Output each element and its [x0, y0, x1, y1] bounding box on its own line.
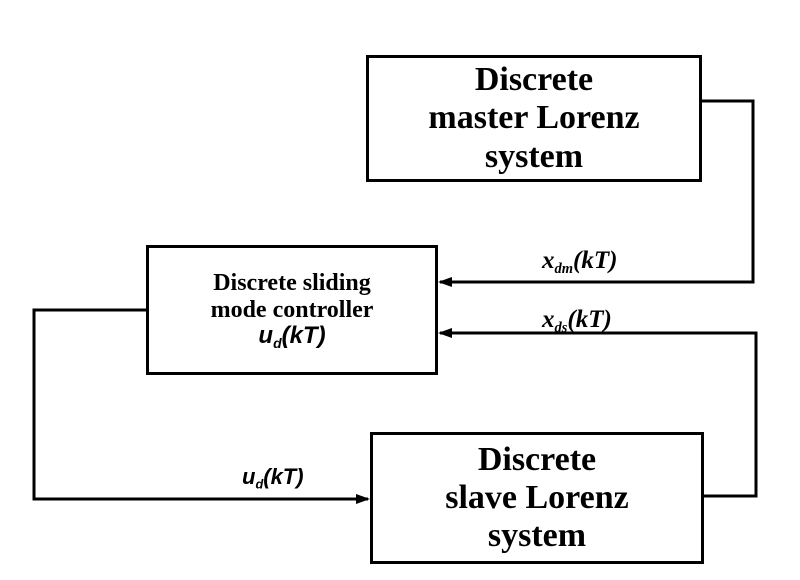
slave-to-controller-connector [438, 328, 758, 498]
sliding-mode-controller-label: Discrete sliding mode controller ud(kT) [211, 270, 374, 351]
controller-line-1: Discrete sliding [213, 269, 371, 296]
master-line-2: master Lorenz [428, 99, 640, 137]
slave-line-1: Discrete [477, 440, 597, 478]
control-input-argument: (kT) [263, 464, 304, 489]
master-line-3: system [484, 137, 584, 175]
slave-lorenz-system-block: Discrete slave Lorenz system [370, 432, 704, 564]
control-input-symbol: u [242, 464, 256, 489]
slave-output-symbol: x [542, 306, 555, 333]
control-input-subscript: d [255, 476, 264, 492]
master-to-controller-connector [438, 99, 755, 287]
slave-output-argument: (kT) [567, 306, 612, 333]
controller-line-2: mode controller [210, 296, 374, 323]
slave-output-subscript: ds [554, 320, 568, 337]
master-lorenz-system-block: Discrete master Lorenz system [366, 55, 702, 182]
master-output-subscript: dm [554, 261, 574, 278]
slave-line-3: system [487, 517, 587, 555]
control-input-signal-label: ud(kT) [242, 464, 304, 492]
controller-to-slave-connector [32, 308, 370, 504]
slave-lorenz-system-label: Discrete slave Lorenz system [445, 441, 629, 555]
sliding-mode-controller-block: Discrete sliding mode controller ud(kT) [146, 245, 438, 375]
master-output-argument: (kT) [573, 247, 618, 274]
slave-output-signal-label: xds(kT) [542, 306, 612, 335]
master-output-symbol: x [542, 247, 555, 274]
controller-signal-subscript: d [273, 335, 282, 352]
master-lorenz-system-label: Discrete master Lorenz system [428, 61, 639, 175]
slave-line-2: slave Lorenz [445, 478, 629, 516]
controller-signal-symbol: u [258, 322, 274, 350]
master-line-1: Discrete [474, 61, 594, 99]
master-output-signal-label: xdm(kT) [542, 247, 618, 276]
controller-signal-label: ud(kT) [258, 322, 326, 352]
controller-signal-argument: (kT) [281, 322, 326, 350]
